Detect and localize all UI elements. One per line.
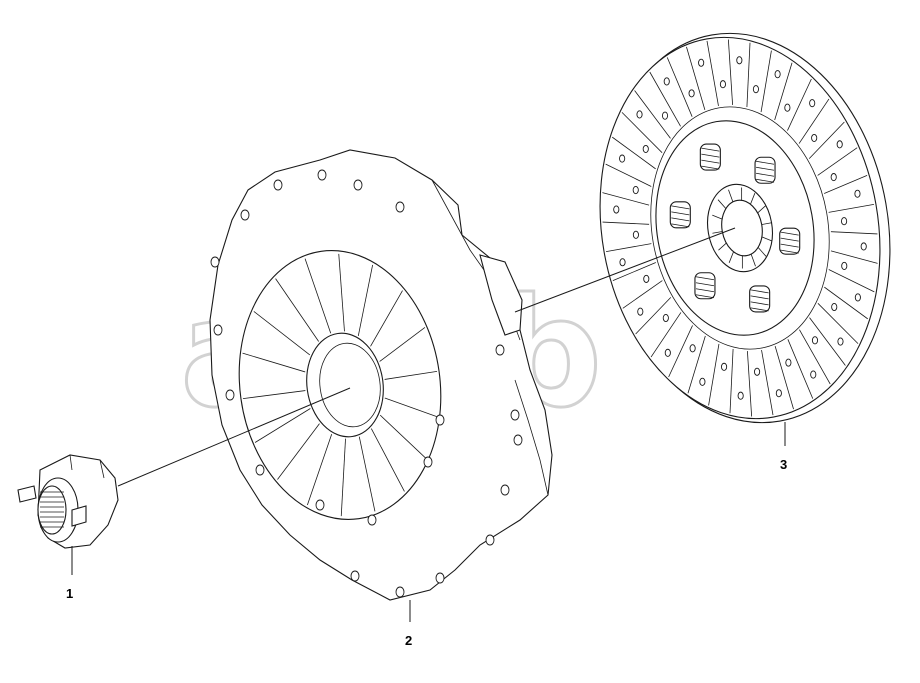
clutch-disc-icon xyxy=(599,32,891,424)
callout-label-2: 2 xyxy=(405,633,412,648)
pressure-plate-icon xyxy=(209,149,553,601)
leader-lines xyxy=(71,227,786,622)
callout-label-3: 3 xyxy=(780,457,787,472)
callout-label-1: 1 xyxy=(66,586,73,601)
release-bearing-icon xyxy=(17,454,119,549)
